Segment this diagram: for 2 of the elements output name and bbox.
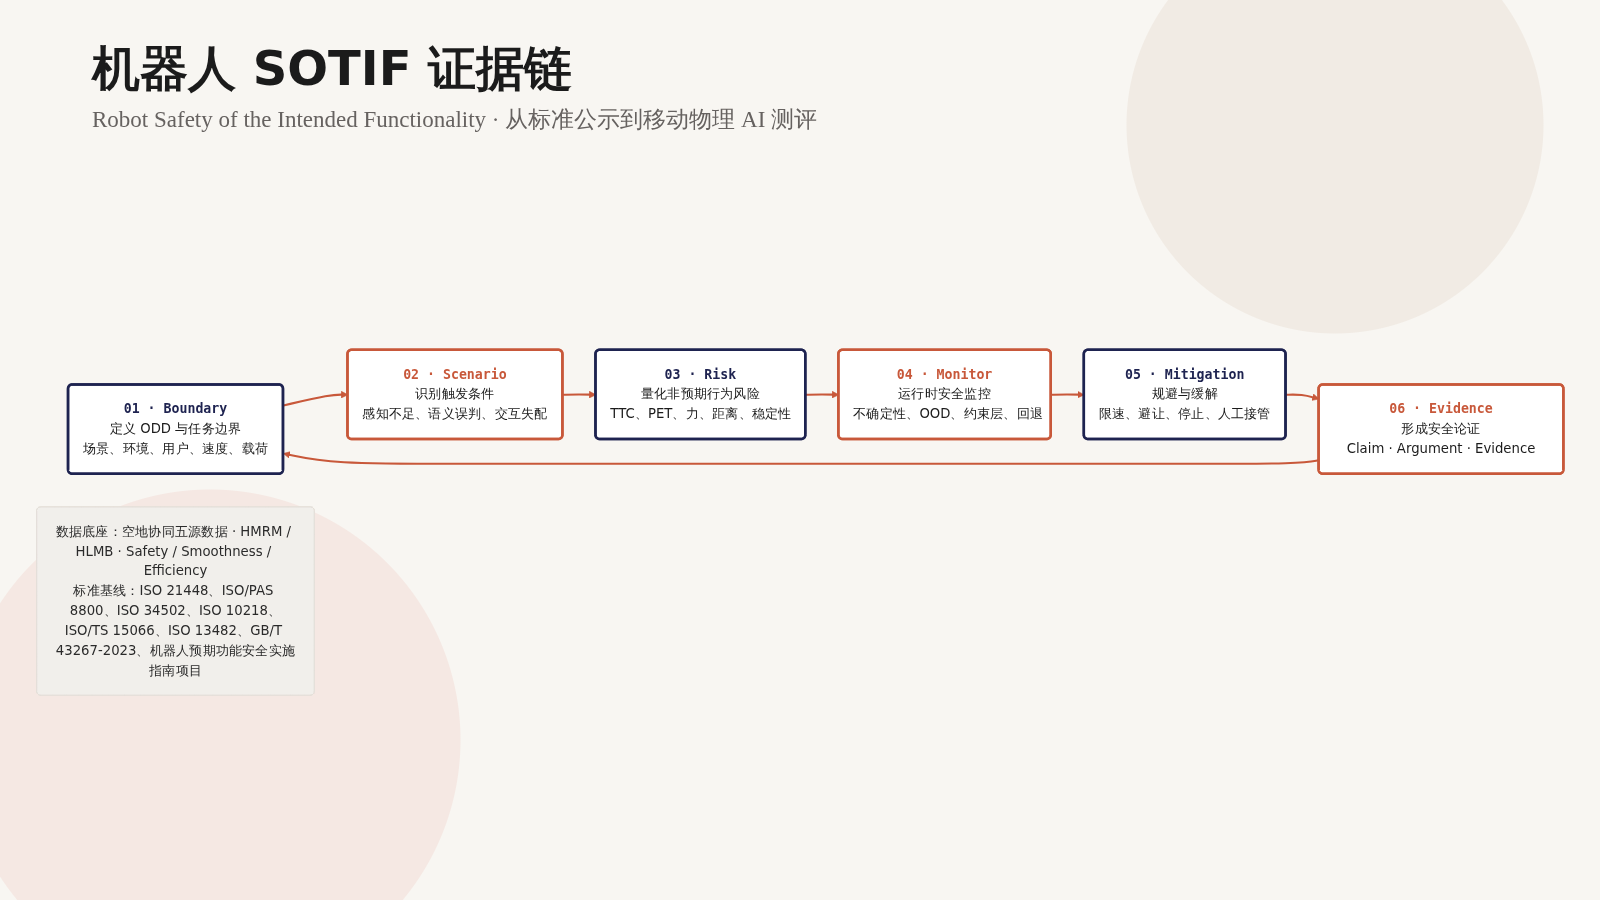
- subtitle: Robot Safety of the Intended Functionality · 从标准公示到移动物理 AI 测评: [92, 105, 818, 134]
- diagram-title: 机器人 SOTIF 证据链: [92, 40, 573, 98]
